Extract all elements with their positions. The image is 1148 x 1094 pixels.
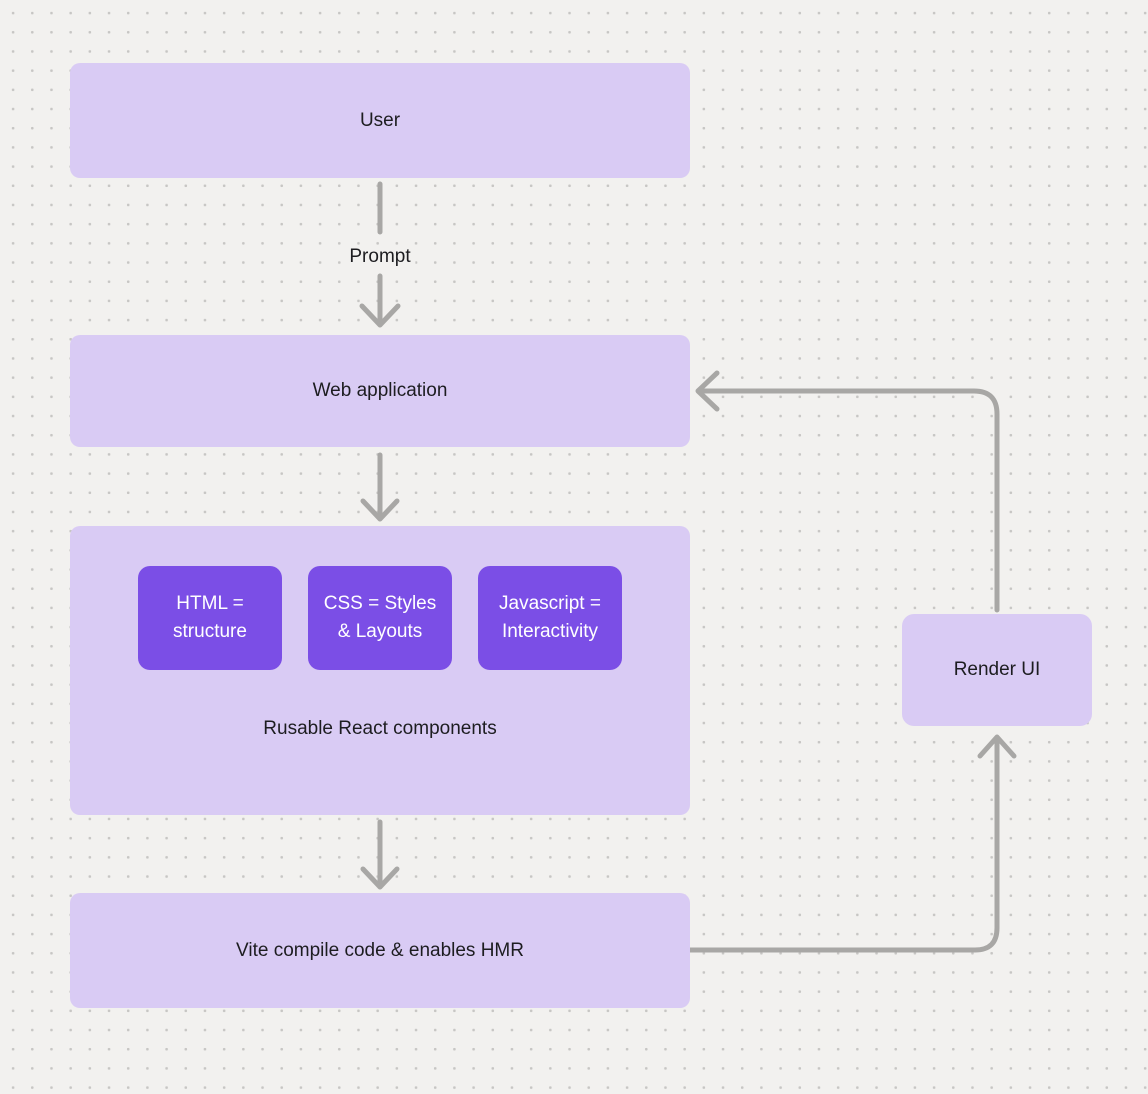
node-vite: Vite compile code & enables HMR <box>70 893 690 1008</box>
edge-renderui-webapp-arrowhead <box>695 370 720 412</box>
edge-webapp-components-arrowhead <box>360 498 400 522</box>
node-web-application: Web application <box>70 335 690 447</box>
chip-javascript-line2: Interactivity <box>501 621 599 642</box>
edge-prompt-webapp-arrowhead <box>359 303 401 328</box>
chip-css-line1: CSS = Styles <box>323 592 437 614</box>
node-web-application-label: Web application <box>312 380 448 401</box>
edge-label-prompt: Prompt <box>344 246 416 268</box>
chip-html-line1: HTML = <box>176 592 244 614</box>
chip-javascript: Javascript = Interactivity <box>478 566 622 670</box>
node-components-group: HTML = structure CSS = Styles & Layouts … <box>70 526 690 815</box>
chip-javascript-line1: Javascript = <box>499 592 601 614</box>
node-render-ui-label: Render UI <box>953 659 1041 680</box>
edge-vite-renderui-shaft <box>687 735 1000 953</box>
edge-vite-renderui-arrowhead <box>977 734 1017 759</box>
chip-html: HTML = structure <box>138 566 282 670</box>
chip-html-line2: structure <box>173 621 247 642</box>
node-user: User <box>70 63 690 178</box>
chip-css: CSS = Styles & Layouts <box>308 566 452 670</box>
edge-components-vite-arrowhead <box>360 866 400 890</box>
node-user-label: User <box>359 109 401 131</box>
components-group-caption: Rusable React components <box>263 718 497 739</box>
node-vite-label: Vite compile code & enables HMR <box>236 939 524 961</box>
edge-renderui-webapp-shaft <box>697 388 1000 613</box>
chip-css-line2: & Layouts <box>337 621 423 642</box>
node-render-ui: Render UI <box>902 614 1092 726</box>
